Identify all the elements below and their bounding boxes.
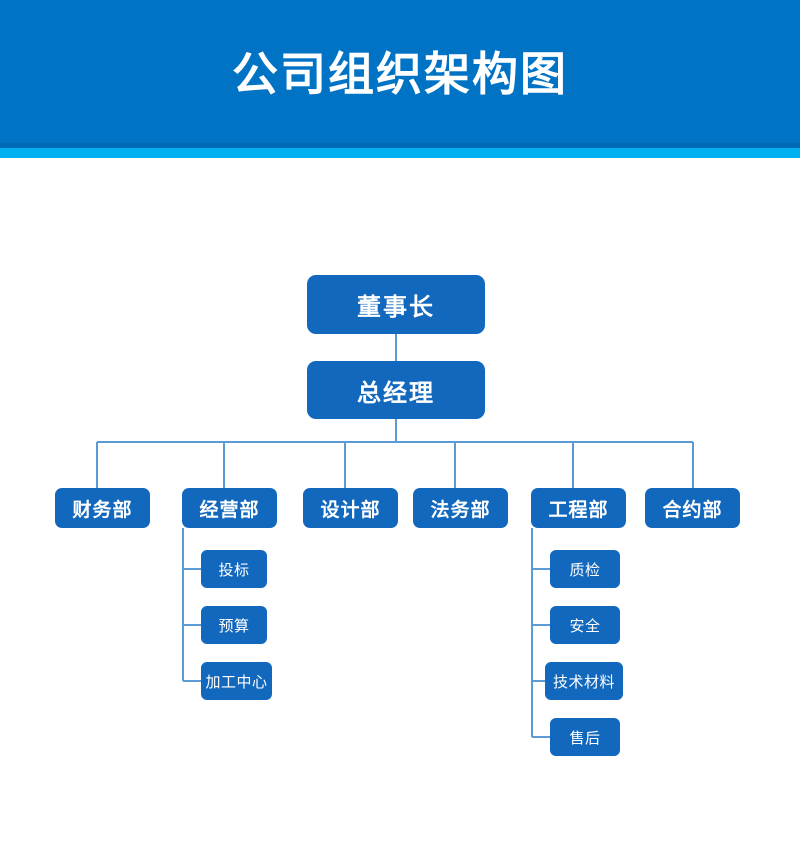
page-title: 公司组织架构图 bbox=[232, 47, 568, 101]
org-node-label: 董事长 bbox=[357, 293, 435, 321]
org-node-quality-inspection[interactable]: 质检 bbox=[550, 550, 620, 588]
org-node-safety[interactable]: 安全 bbox=[550, 606, 620, 644]
header-rule-divider bbox=[0, 143, 800, 148]
org-node-label: 技术材料 bbox=[552, 672, 615, 691]
org-node-after-sales[interactable]: 售后 bbox=[550, 718, 620, 756]
org-chart: 董事长 总经理 财务部 经营部 设计部 法务部 工程部 合约部 投标 预算 加工… bbox=[0, 158, 800, 843]
org-node-legal-dept[interactable]: 法务部 bbox=[413, 488, 508, 528]
org-node-label: 经营部 bbox=[199, 498, 260, 521]
org-node-label: 加工中心 bbox=[205, 672, 268, 691]
org-node-label: 财务部 bbox=[72, 498, 133, 521]
org-node-chairman[interactable]: 董事长 bbox=[307, 275, 485, 334]
org-chart-connectors bbox=[96, 334, 694, 738]
org-node-budget[interactable]: 预算 bbox=[201, 606, 267, 644]
org-node-label: 售后 bbox=[569, 728, 601, 747]
header-accent-stripe bbox=[0, 148, 800, 158]
org-node-label: 预算 bbox=[218, 616, 250, 635]
org-node-label: 设计部 bbox=[320, 498, 381, 521]
org-node-label: 质检 bbox=[569, 560, 601, 579]
org-node-label: 工程部 bbox=[548, 498, 609, 521]
org-node-bidding[interactable]: 投标 bbox=[201, 550, 267, 588]
org-node-engineering-dept[interactable]: 工程部 bbox=[531, 488, 626, 528]
org-node-operations-dept[interactable]: 经营部 bbox=[182, 488, 277, 528]
org-node-finance-dept[interactable]: 财务部 bbox=[55, 488, 150, 528]
org-node-label: 法务部 bbox=[430, 498, 491, 521]
org-node-label: 合约部 bbox=[662, 498, 723, 521]
header-banner: 公司组织架构图 bbox=[0, 0, 800, 143]
org-node-label: 安全 bbox=[569, 616, 601, 635]
org-node-technical-materials[interactable]: 技术材料 bbox=[545, 662, 623, 700]
org-node-machining-center[interactable]: 加工中心 bbox=[201, 662, 272, 700]
org-node-general-manager[interactable]: 总经理 bbox=[307, 361, 485, 419]
org-node-label: 总经理 bbox=[357, 378, 435, 407]
org-node-contract-dept[interactable]: 合约部 bbox=[645, 488, 740, 528]
org-node-label: 投标 bbox=[218, 560, 250, 579]
org-node-design-dept[interactable]: 设计部 bbox=[303, 488, 398, 528]
